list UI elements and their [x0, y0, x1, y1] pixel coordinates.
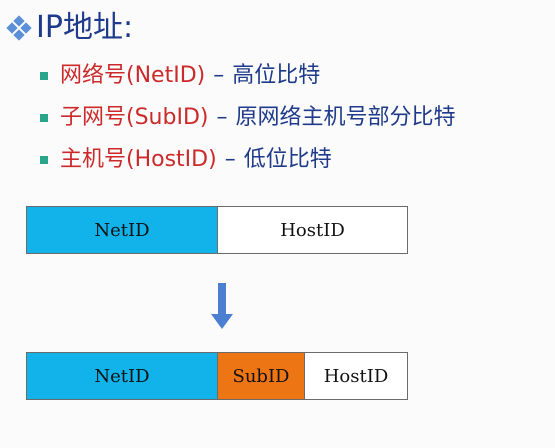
diamond-bullet-icon	[6, 15, 32, 41]
hostid-segment: HostID	[217, 207, 407, 253]
bullet-term: 网络号(NetID)	[60, 63, 206, 88]
netid-label: NetID	[94, 219, 150, 241]
bullet-item-subid: 子网号(SubID) – 原网络主机号部分比特	[40, 100, 455, 136]
square-bullet-icon	[40, 156, 48, 164]
subid-segment: SubID	[217, 353, 304, 399]
bullet-separator: –	[224, 147, 236, 172]
bullet-separator: –	[213, 63, 225, 88]
down-arrow-icon	[211, 283, 233, 329]
bullet-item-netid: 网络号(NetID) – 高位比特	[40, 58, 455, 94]
page-title: IP地址:	[6, 6, 134, 50]
subid-label: SubID	[232, 365, 290, 387]
bullet-description: 高位比特	[232, 63, 321, 88]
netid-segment: NetID	[27, 207, 217, 253]
bullet-list: 网络号(NetID) – 高位比特 子网号(SubID) – 原网络主机号部分比…	[40, 58, 455, 184]
bullet-description: 原网络主机号部分比特	[235, 105, 456, 130]
bullet-item-hostid: 主机号(HostID) – 低位比特	[40, 142, 455, 178]
hostid-segment: HostID	[304, 353, 407, 399]
bullet-separator: –	[216, 105, 228, 130]
address-bar-subnetted: NetID SubID HostID	[26, 352, 408, 400]
hostid-label: HostID	[323, 365, 389, 387]
netid-label: NetID	[94, 365, 150, 387]
page-title-text: IP地址:	[36, 10, 134, 45]
bullet-description: 低位比特	[243, 147, 332, 172]
netid-segment: NetID	[27, 353, 217, 399]
square-bullet-icon	[40, 114, 48, 122]
bullet-term: 子网号(SubID)	[60, 105, 209, 130]
square-bullet-icon	[40, 72, 48, 80]
bullet-term: 主机号(HostID)	[60, 147, 217, 172]
address-bar-original: NetID HostID	[26, 206, 408, 254]
hostid-label: HostID	[280, 219, 345, 241]
